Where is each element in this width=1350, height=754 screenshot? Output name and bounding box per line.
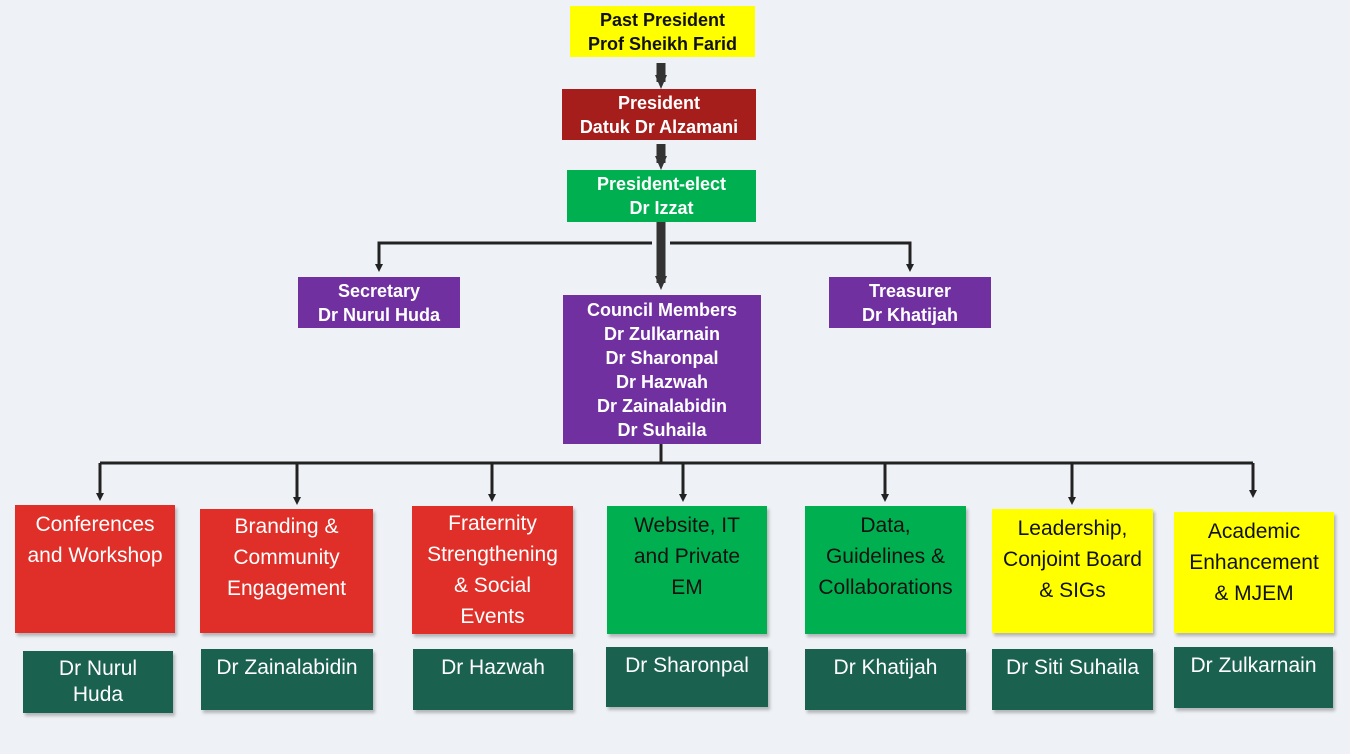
committee-data-guidelines: Data, Guidelines & Collaborations	[805, 506, 966, 634]
council-member: Dr Sharonpal	[605, 347, 719, 368]
lead-line: Dr Khatijah	[833, 656, 938, 679]
council-member: Dr Suhaila	[617, 419, 707, 440]
committee-academic-mjem: Academic Enhancement & MJEM	[1174, 512, 1334, 633]
committee-fraternity-social: Fraternity Strengthening & Social Events	[412, 506, 573, 634]
president-box: President Datuk Dr Alzamani	[562, 89, 756, 140]
lead-branding-community: Dr Zainalabidin	[201, 649, 373, 710]
committee-line: EM	[671, 576, 703, 599]
committee-line: Guidelines &	[825, 545, 946, 568]
lead-line: Dr Hazwah	[441, 656, 545, 679]
council-title: Council Members	[586, 299, 738, 320]
committee-line: and Workshop	[27, 544, 163, 567]
committee-line: Strengthening	[427, 543, 558, 566]
committee-line: Conjoint Board	[1003, 548, 1142, 571]
lead-line: Dr Nurul	[58, 657, 138, 680]
committee-branding-community: Branding & Community Engagement	[200, 509, 373, 633]
committee-line: Engagement	[226, 577, 347, 600]
lead-academic-mjem: Dr Zulkarnain	[1174, 647, 1333, 708]
council-member: Dr Zulkarnain	[603, 323, 721, 344]
secretary-role: Secretary	[337, 280, 421, 301]
president-role: President	[617, 92, 701, 113]
secretary-name: Dr Nurul Huda	[317, 304, 440, 325]
committee-line: Collaborations	[818, 576, 953, 599]
arrow-to-secretary	[375, 241, 652, 272]
president-elect-name: Dr Izzat	[629, 198, 694, 218]
president-elect-box: President-elect Dr Izzat	[567, 170, 756, 222]
committee-line: Fraternity	[448, 512, 537, 535]
council-members-box: Council Members Dr Zulkarnain Dr Sharonp…	[563, 295, 761, 444]
past-president-role: Past President	[599, 9, 726, 30]
committee-line: Data,	[860, 514, 911, 537]
committee-line: Website, IT	[634, 514, 740, 537]
president-name: Datuk Dr Alzamani	[579, 116, 739, 137]
treasurer-name: Dr Khatijah	[861, 304, 958, 325]
committee-conferences-workshop: Conferences and Workshop	[15, 505, 175, 633]
committee-line: Community	[233, 546, 340, 569]
lead-line: Dr Sharonpal	[625, 654, 749, 677]
lead-fraternity-social: Dr Hazwah	[413, 649, 573, 710]
lead-line: Dr Siti Suhaila	[1005, 656, 1140, 679]
committee-leadership-conjoint: Leadership, Conjoint Board & SIGs	[992, 509, 1153, 633]
committee-line: & SIGs	[1039, 579, 1106, 602]
committee-line: and Private	[633, 545, 741, 568]
past-president-box: Past President Prof Sheikh Farid	[570, 6, 755, 57]
president-elect-role: President-elect	[596, 174, 727, 194]
lead-data-guidelines: Dr Khatijah	[805, 649, 966, 710]
council-member: Dr Zainalabidin	[596, 395, 728, 416]
committee-line: Branding &	[234, 515, 339, 538]
arrow-to-treasurer	[670, 241, 914, 272]
lead-website-it: Dr Sharonpal	[606, 647, 768, 707]
treasurer-box: Treasurer Dr Khatijah	[829, 277, 991, 328]
committee-line: Conferences	[35, 513, 155, 536]
committee-line: Academic	[1207, 520, 1301, 543]
committee-line: & MJEM	[1214, 582, 1294, 605]
committee-website-it: Website, IT and Private EM	[607, 506, 767, 634]
lead-line: Dr Zainalabidin	[216, 656, 358, 679]
lead-conferences-workshop: Dr Nurul Huda	[23, 651, 173, 713]
committee-line: Enhancement	[1189, 551, 1319, 574]
secretary-box: Secretary Dr Nurul Huda	[298, 277, 460, 328]
treasurer-role: Treasurer	[868, 280, 952, 301]
committee-line: Events	[460, 605, 525, 628]
council-member: Dr Hazwah	[615, 371, 709, 392]
lead-line: Dr Zulkarnain	[1190, 654, 1317, 677]
lead-line: Huda	[72, 683, 124, 706]
committee-line: Leadership,	[1017, 517, 1128, 540]
lead-leadership-conjoint: Dr Siti Suhaila	[992, 649, 1153, 710]
past-president-name: Prof Sheikh Farid	[587, 33, 738, 54]
committee-line: & Social	[453, 574, 532, 597]
